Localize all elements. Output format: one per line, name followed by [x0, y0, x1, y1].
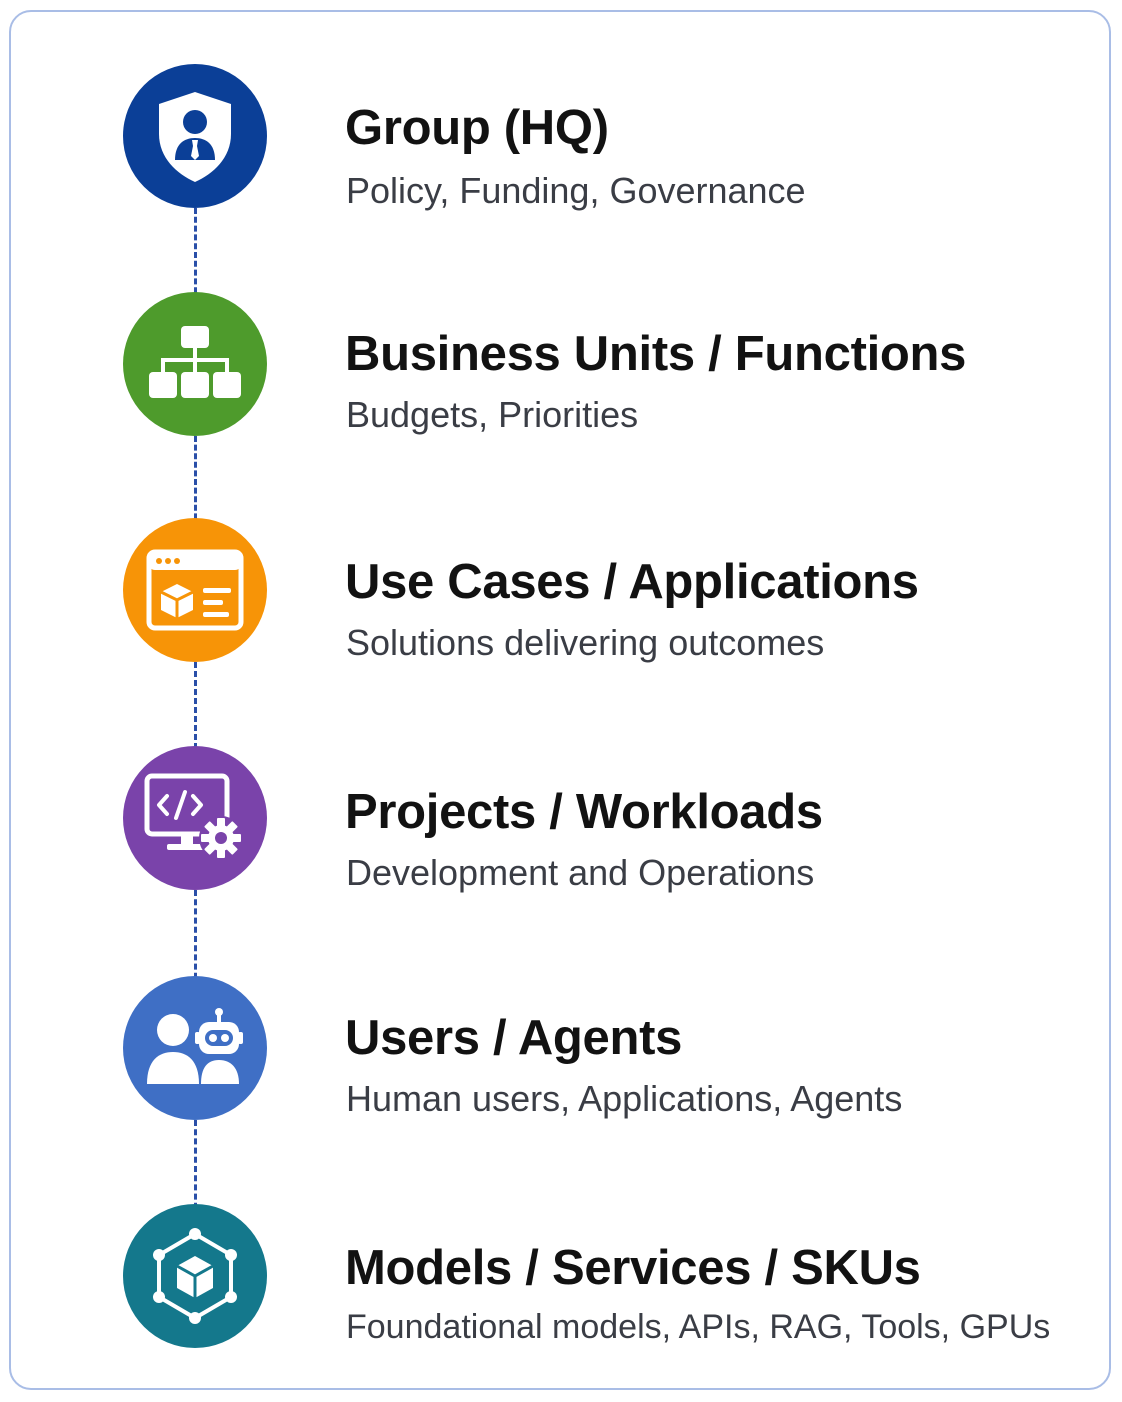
- tier-title: Models / Services / SKUs: [345, 1241, 921, 1295]
- tier-subtitle: Human users, Applications, Agents: [346, 1078, 903, 1119]
- shield-user-icon: [123, 64, 267, 208]
- code-monitor-gear-icon: [123, 746, 267, 890]
- tier-projects: Projects / Workloads Development and Ope…: [11, 746, 1111, 896]
- tier-users-agents: Users / Agents Human users, Applications…: [11, 976, 1111, 1126]
- cube-network-icon: [123, 1204, 267, 1348]
- tier-subtitle: Foundational models, APIs, RAG, Tools, G…: [346, 1308, 1051, 1346]
- connector-line: [194, 890, 197, 988]
- tier-title: Business Units / Functions: [345, 327, 967, 381]
- tier-title: Use Cases / Applications: [345, 555, 919, 609]
- tier-subtitle: Policy, Funding, Governance: [346, 170, 806, 211]
- tier-title: Users / Agents: [345, 1011, 683, 1065]
- tier-title: Projects / Workloads: [345, 785, 823, 839]
- hierarchy-card: Group (HQ) Policy, Funding, Governance B…: [9, 10, 1111, 1390]
- app-window-icon: [123, 518, 267, 662]
- tier-group-hq: Group (HQ) Policy, Funding, Governance: [11, 64, 1111, 214]
- tier-models-services: Models / Services / SKUs Foundational mo…: [11, 1204, 1111, 1354]
- connector-line: [194, 208, 197, 302]
- tier-subtitle: Solutions delivering outcomes: [346, 622, 825, 663]
- tier-business-units: Business Units / Functions Budgets, Prio…: [11, 292, 1111, 442]
- connector-line: [194, 1120, 197, 1218]
- tier-subtitle: Budgets, Priorities: [346, 394, 639, 435]
- user-robot-icon: [123, 976, 267, 1120]
- tier-title: Group (HQ): [345, 101, 609, 155]
- connector-line: [194, 662, 197, 758]
- org-chart-icon: [123, 292, 267, 436]
- tier-use-cases: Use Cases / Applications Solutions deliv…: [11, 518, 1111, 668]
- connector-line: [194, 436, 197, 528]
- tier-subtitle: Development and Operations: [346, 852, 815, 893]
